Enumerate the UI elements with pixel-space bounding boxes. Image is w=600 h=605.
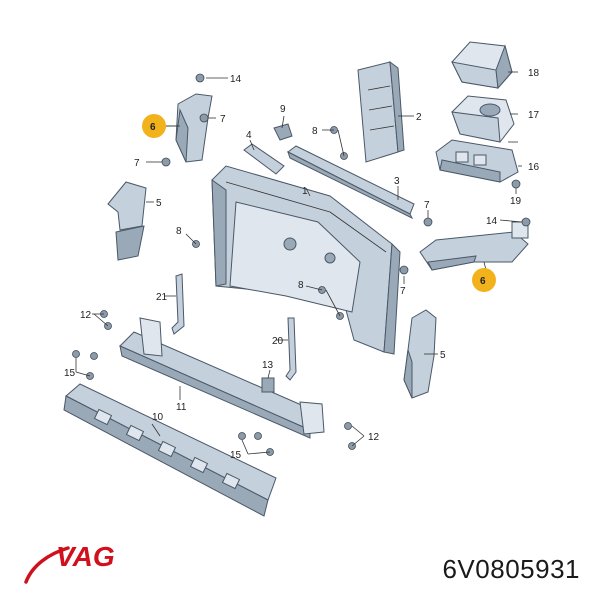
label-7-left: 7 [134,158,140,169]
label-3: 3 [394,176,400,187]
label-8-left: 8 [176,226,182,237]
bolt-19 [511,179,521,189]
part-18-air-duct-top [451,41,513,90]
bolt-15-left-b [90,352,98,360]
leader-lines [75,71,523,455]
part-number: 6V0805931 [442,554,580,584]
label-17: 17 [528,110,540,121]
part-4-trim-strip [243,143,285,175]
part-16-air-duct-lower [435,139,519,183]
part-21-rod [171,273,185,335]
part-5-left-bracket [107,181,147,261]
part-1-lock-carrier [211,165,401,355]
bolt-15-left [72,350,80,358]
label-15-left: 15 [64,368,76,379]
part-2-side-panel [357,60,405,163]
label-19: 19 [510,196,522,207]
part-3-upper-bar [287,145,415,220]
label-11: 11 [176,402,187,413]
highlight-badge-right [472,268,496,292]
label-12-right: 12 [368,432,380,443]
bolt-7-right-b [399,265,409,275]
bolt-14-right [521,217,531,227]
label-15-right: 15 [230,450,242,461]
label-5-right: 5 [440,350,446,361]
part-6-left-bracket [175,93,213,163]
label-7-right-b: 7 [400,286,406,297]
label-16: 16 [528,162,540,173]
label-13: 13 [262,360,274,371]
part-10-energy-absorber [63,383,277,517]
label-21: 21 [156,292,168,303]
vag-logo: VAG [22,536,142,586]
label-12-left: 12 [80,310,92,321]
highlight-badge-left [142,114,166,138]
label-9: 9 [280,104,286,115]
label-8-top: 8 [312,126,318,137]
bolt-12-right [344,422,352,430]
label-20: 20 [272,336,284,347]
bolt-15-right [238,432,246,440]
logo-swoosh [24,546,70,584]
part-9-clip [273,123,293,141]
label-6-right: 6 [480,276,486,287]
label-5-left: 5 [156,198,162,209]
label-6-left: 6 [150,122,156,133]
bolt-7-right [423,217,433,227]
part-17-air-duct-mid [451,95,515,143]
label-10: 10 [152,412,164,423]
part-labels: 1 2 3 4 5 5 6 6 7 7 7 7 8 8 8 9 10 11 12… [64,68,540,461]
label-1: 1 [302,186,308,197]
logo-text: VAG [56,541,115,572]
part-13-clip [261,377,275,393]
label-7-right: 7 [424,200,430,211]
bolt-7-mid [161,157,171,167]
bolt-15-right-b [254,432,262,440]
label-14-right: 14 [486,216,498,227]
bolt-7-left [199,113,209,123]
label-4: 4 [246,130,252,141]
part-6-right-arm [419,221,529,271]
label-2: 2 [416,112,422,123]
label-7-top: 7 [220,114,226,125]
label-8-mid: 8 [298,280,304,291]
label-14-top: 14 [230,74,242,85]
part-5-right-bracket [403,309,437,399]
bolt-14-top [195,73,205,83]
part-11-impact-beam [119,317,325,439]
bolts [72,73,531,456]
label-18: 18 [528,68,540,79]
part-20-rod [285,317,297,381]
